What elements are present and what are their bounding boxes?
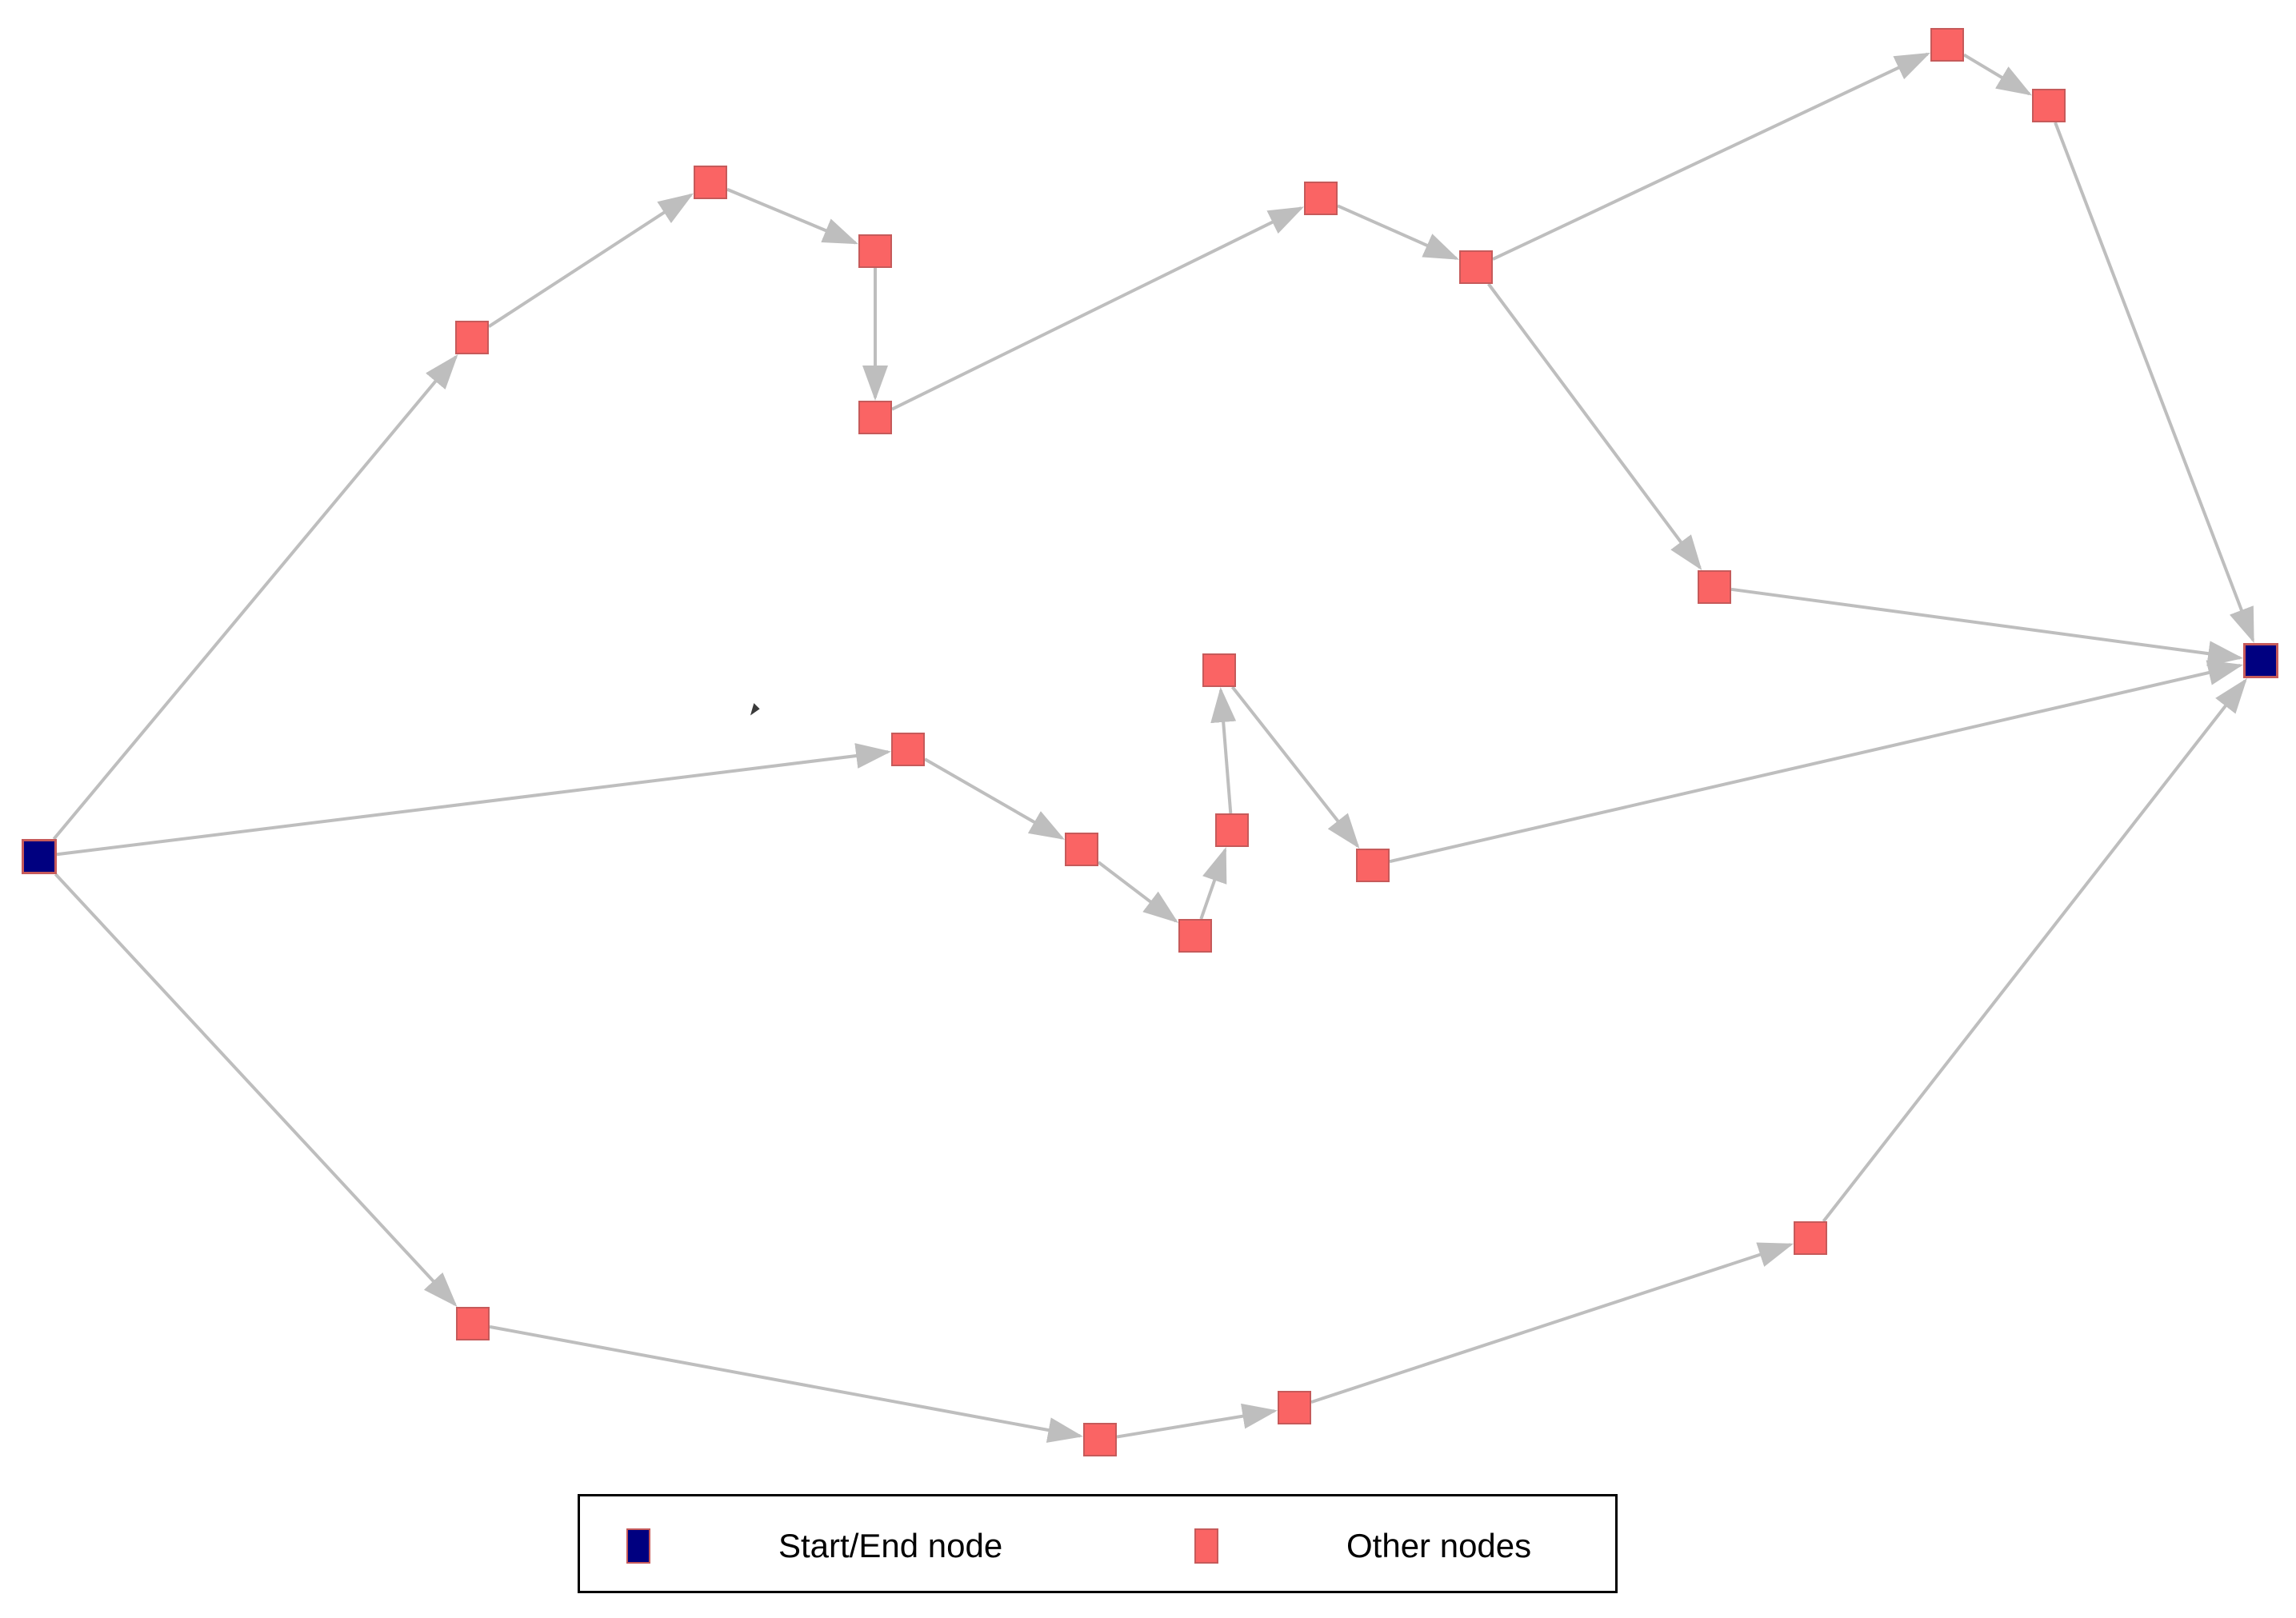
graph-node[interactable] — [456, 1307, 490, 1340]
graph-edge — [1230, 685, 1360, 849]
edges-group — [52, 52, 2255, 1443]
graph-edge — [1199, 847, 1227, 920]
graph-edge — [924, 757, 1066, 840]
graph-edge — [891, 206, 1304, 411]
graph-node[interactable] — [1698, 570, 1731, 604]
graph-edge — [1962, 53, 2032, 96]
graph-edge — [1310, 1242, 1794, 1404]
graph-node[interactable] — [694, 166, 727, 199]
graph-node[interactable] — [1278, 1391, 1311, 1424]
terminal-node-end[interactable] — [2243, 643, 2278, 678]
graph-edge — [1210, 686, 1237, 814]
graph-edge — [1097, 861, 1178, 924]
graph-edge — [489, 1324, 1083, 1443]
legend-label-other-nodes: Other nodes — [1346, 1527, 1532, 1564]
graph-edge — [2054, 122, 2255, 644]
start-end-node-swatch — [626, 1528, 650, 1564]
graph-node[interactable] — [891, 733, 925, 766]
graph-edge — [52, 354, 458, 841]
graph-node[interactable] — [1083, 1423, 1117, 1456]
graph-node[interactable] — [1202, 653, 1236, 687]
graph-node[interactable] — [2032, 89, 2066, 122]
legend-entry-other-nodes: Other nodes — [1194, 1527, 1531, 1565]
graph-edge — [1730, 587, 2244, 667]
graph-node[interactable] — [858, 401, 892, 434]
graph-node[interactable] — [1065, 833, 1098, 866]
graph-edge — [1487, 282, 1702, 570]
graph-edge — [1822, 678, 2247, 1223]
graph-edge — [1492, 52, 1930, 261]
graph-node[interactable] — [455, 321, 489, 354]
legend: Start/End node Other nodes — [578, 1494, 1618, 1593]
graph-edge — [1337, 204, 1460, 260]
graph-node[interactable] — [1356, 849, 1390, 882]
graph-edge — [487, 193, 694, 329]
graph-node[interactable] — [1794, 1221, 1827, 1255]
graph-node[interactable] — [858, 234, 892, 268]
graph-node[interactable] — [1930, 28, 1964, 62]
graph-node[interactable] — [1178, 919, 1212, 953]
terminal-node-start[interactable] — [22, 839, 57, 874]
graph-edge — [1389, 660, 2243, 864]
other-nodes-swatch — [1194, 1528, 1218, 1564]
legend-label-start-end-node: Start/End node — [778, 1527, 1003, 1564]
graph-node[interactable] — [1304, 182, 1338, 215]
graph-edge — [1116, 1403, 1278, 1439]
graph-node[interactable] — [1215, 813, 1249, 847]
legend-entry-start-end-node: Start/End node — [626, 1527, 1002, 1565]
graph-node[interactable] — [1459, 250, 1493, 284]
graph-edge — [726, 187, 858, 245]
graph-edge — [54, 873, 458, 1308]
graph-edge — [56, 743, 892, 857]
